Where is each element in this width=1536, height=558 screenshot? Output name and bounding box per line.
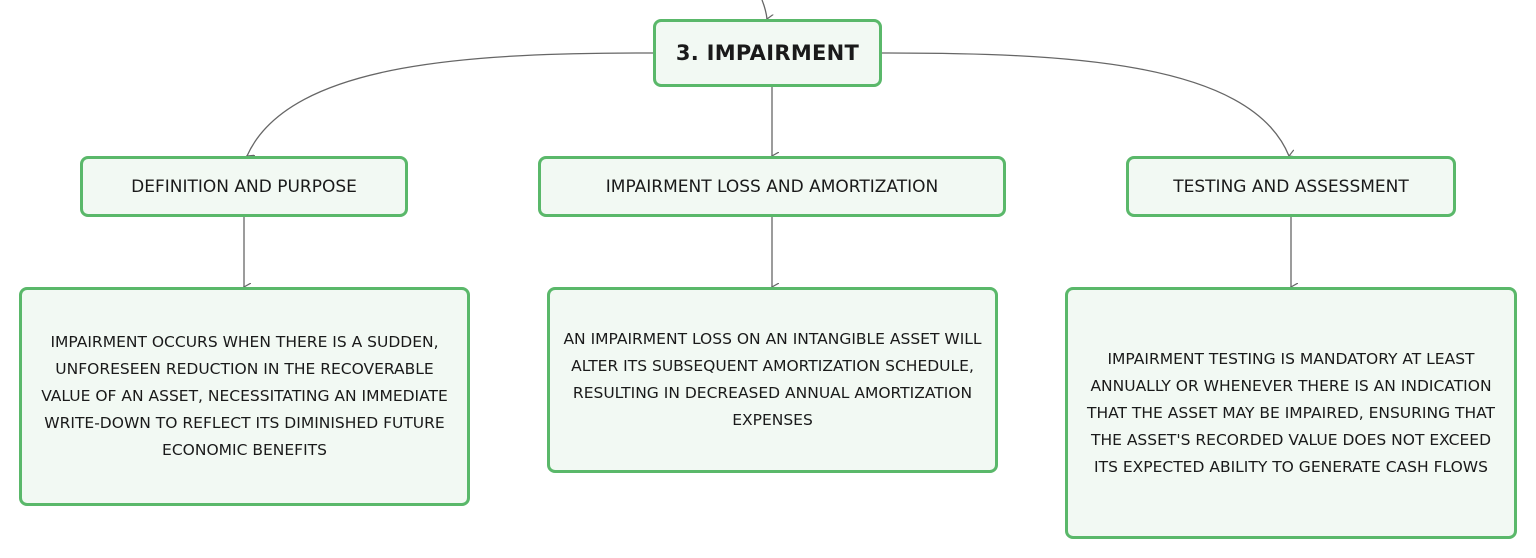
root-node-label: 3. IMPAIRMENT xyxy=(675,41,860,65)
incoming-connector xyxy=(761,0,767,19)
branch-node-label: IMPAIRMENT LOSS AND AMORTIZATION xyxy=(605,176,939,197)
detail-node-loss[interactable]: AN IMPAIRMENT LOSS ON AN INTANGIBLE ASSE… xyxy=(547,287,998,473)
detail-node-testing[interactable]: IMPAIRMENT TESTING IS MANDATORY AT LEAST… xyxy=(1065,287,1517,539)
detail-node-text: IMPAIRMENT OCCURS WHEN THERE IS A SUDDEN… xyxy=(41,333,448,459)
connector-root-to-definition xyxy=(247,52,654,156)
branch-node-label: TESTING AND ASSESSMENT xyxy=(1173,176,1409,197)
branch-node-definition[interactable]: DEFINITION AND PURPOSE xyxy=(80,156,408,217)
root-node[interactable]: 3. IMPAIRMENT xyxy=(653,19,882,87)
branch-node-testing[interactable]: TESTING AND ASSESSMENT xyxy=(1126,156,1456,217)
detail-node-text: IMPAIRMENT TESTING IS MANDATORY AT LEAST… xyxy=(1086,349,1496,476)
connector-root-to-testing xyxy=(881,52,1289,156)
detail-node-text: AN IMPAIRMENT LOSS ON AN INTANGIBLE ASSE… xyxy=(563,330,982,429)
branch-node-loss[interactable]: IMPAIRMENT LOSS AND AMORTIZATION xyxy=(538,156,1006,217)
detail-node-definition[interactable]: IMPAIRMENT OCCURS WHEN THERE IS A SUDDEN… xyxy=(19,287,470,506)
branch-node-label: DEFINITION AND PURPOSE xyxy=(131,176,357,197)
